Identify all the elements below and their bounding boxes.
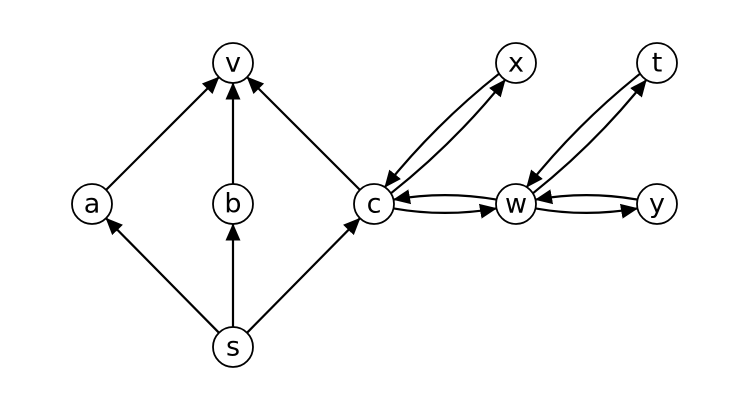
edge-c-to-v xyxy=(246,76,361,191)
node-v-circle xyxy=(212,42,254,84)
node-c-circle xyxy=(353,183,395,225)
edge-w-to-c xyxy=(392,189,497,205)
node-y-label: y xyxy=(649,189,665,220)
edge-w-to-t xyxy=(532,79,648,195)
node-t: t xyxy=(636,42,678,84)
node-w: w xyxy=(495,183,537,225)
node-x-label: x xyxy=(508,48,524,79)
nodes-layer: v x t a b c w y s xyxy=(71,42,678,368)
node-x-circle xyxy=(495,42,537,84)
node-a-circle xyxy=(71,183,113,225)
node-t-circle xyxy=(636,42,678,84)
node-v: v xyxy=(212,42,254,84)
node-v-label: v xyxy=(225,48,241,79)
node-t-label: t xyxy=(652,48,663,79)
edge-x-to-c xyxy=(383,72,500,188)
node-w-label: w xyxy=(505,189,527,220)
node-w-circle xyxy=(495,183,537,225)
node-s-label: s xyxy=(226,332,240,363)
edge-c-to-x xyxy=(390,79,507,195)
node-a: a xyxy=(71,183,113,225)
edges-layer xyxy=(105,72,648,334)
node-a-label: a xyxy=(84,189,101,220)
edge-t-to-w xyxy=(525,72,641,188)
node-s: s xyxy=(212,326,254,368)
node-y: y xyxy=(636,183,678,225)
edge-s-to-a xyxy=(105,217,220,334)
edge-y-to-w xyxy=(534,189,638,205)
edge-c-to-w xyxy=(393,203,498,219)
node-b-circle xyxy=(212,183,254,225)
node-b: b xyxy=(212,183,254,225)
edge-a-to-v xyxy=(105,76,220,191)
edge-s-to-c xyxy=(246,217,361,334)
node-x: x xyxy=(495,42,537,84)
edge-w-to-y xyxy=(535,203,639,219)
node-b-label: b xyxy=(224,189,241,220)
node-c: c xyxy=(353,183,395,225)
node-c-label: c xyxy=(367,189,382,220)
node-y-circle xyxy=(636,183,678,225)
node-s-circle xyxy=(212,326,254,368)
